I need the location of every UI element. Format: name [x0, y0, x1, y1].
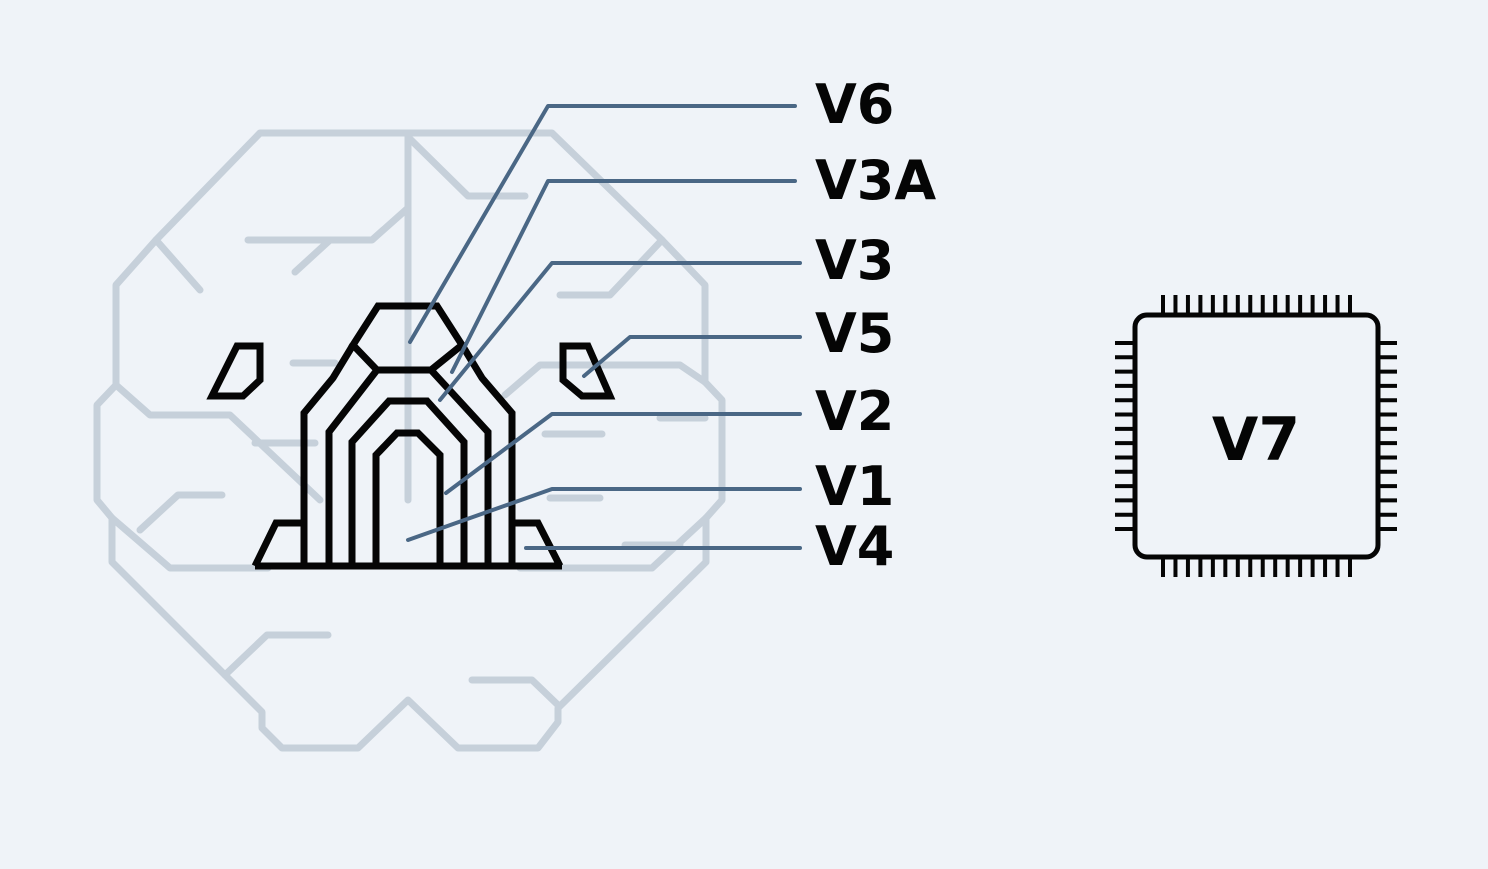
region-v4-left-shape [251, 519, 304, 568]
chip-pins [1115, 295, 1397, 577]
region-v1-shape [372, 429, 444, 566]
leader-line-v2 [444, 412, 802, 495]
leader-line-v3a [450, 179, 797, 374]
leader-line-v6 [408, 104, 797, 344]
region-v5-left-shape [206, 342, 264, 400]
chip-body [1132, 312, 1381, 560]
region-v4-right-shape [512, 519, 564, 568]
leader-line-v5 [582, 335, 802, 378]
chip-icon: V7 [1115, 295, 1397, 577]
label-v4: V4 [815, 515, 894, 578]
label-v3: V3 [815, 229, 894, 292]
label-v6: V6 [815, 73, 894, 136]
label-v3a: V3A [815, 149, 936, 212]
region-v5-right-shape [559, 342, 616, 400]
area-labels: V6 V3A V3 V5 V2 V1 V4 [815, 73, 936, 578]
chip-label: V7 [1212, 405, 1300, 475]
leader-line-v1 [406, 487, 802, 542]
leader-lines [406, 104, 802, 550]
label-v1: V1 [815, 455, 894, 518]
label-v2: V2 [815, 380, 894, 443]
region-v2-shape [348, 397, 468, 566]
leader-line-v3 [438, 261, 802, 402]
label-v5: V5 [815, 302, 894, 365]
brain-outline-icon [93, 129, 726, 752]
